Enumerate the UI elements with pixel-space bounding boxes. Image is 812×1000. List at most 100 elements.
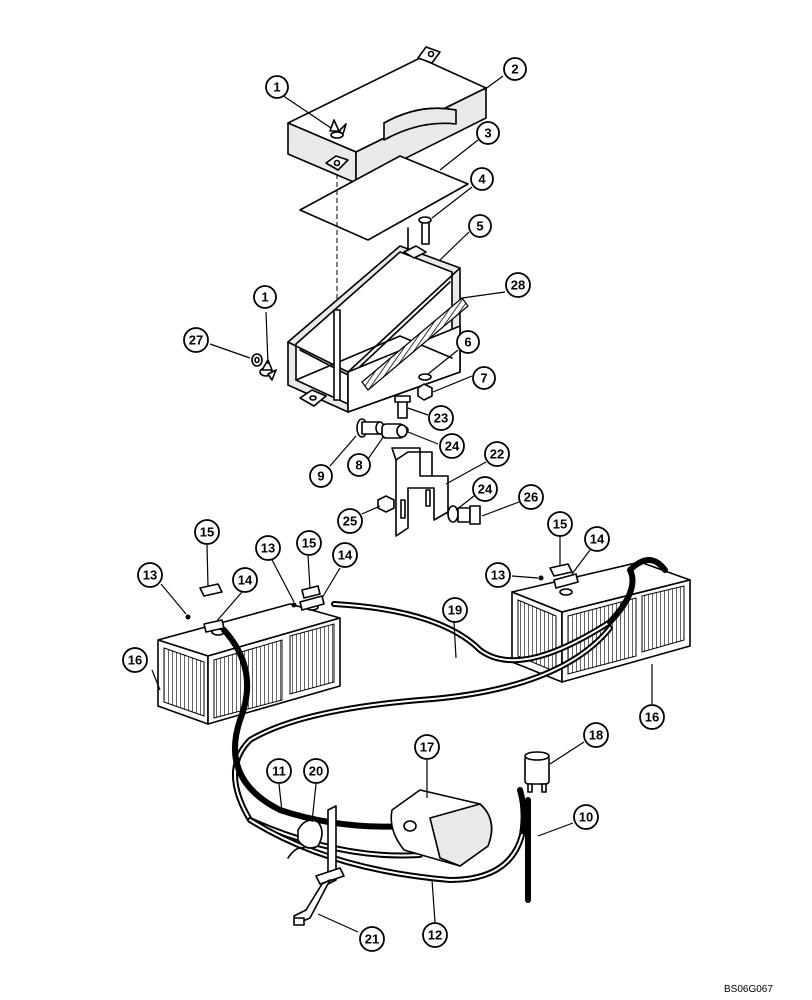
left-battery — [157, 603, 341, 725]
callout-13-mid: 13 — [255, 535, 281, 561]
callout-label: 3 — [484, 126, 491, 141]
callout-label: 20 — [309, 764, 323, 779]
callout-label: 16 — [128, 653, 142, 668]
callout-5: 5 — [468, 214, 492, 238]
callout-13-left: 13 — [137, 562, 163, 588]
callout-label: 15 — [553, 517, 567, 532]
washer-27 — [251, 353, 263, 367]
callout-11: 11 — [266, 758, 292, 784]
callout-label: 1 — [273, 80, 280, 95]
callout-label: 13 — [491, 568, 505, 583]
callout-21: 21 — [359, 926, 385, 952]
callout-12: 12 — [422, 922, 448, 948]
callout-4: 4 — [470, 167, 494, 191]
callout-label: 15 — [302, 536, 316, 551]
callout-label: 23 — [434, 411, 448, 426]
terminal-boot-15-b — [301, 585, 321, 599]
callout-2: 2 — [503, 57, 527, 81]
callout-label: 14 — [338, 548, 353, 563]
washer-6 — [418, 373, 432, 381]
wing-nut-top — [329, 119, 347, 139]
cable-clamp-20 — [287, 819, 323, 859]
bolt-23 — [394, 395, 411, 419]
callout-label: 27 — [189, 333, 203, 348]
callout-label: 14 — [238, 573, 253, 588]
callout-25: 25 — [337, 508, 363, 534]
callout-15-mid: 15 — [296, 530, 322, 556]
callout-label: 6 — [464, 335, 471, 350]
terminal-clamp-left-b — [299, 595, 325, 611]
starter-motor — [390, 789, 493, 867]
callout-7: 7 — [472, 366, 496, 390]
callout-label: 5 — [476, 219, 483, 234]
callout-label: 25 — [343, 514, 357, 529]
callout-label: 19 — [448, 603, 462, 618]
callout-label: 8 — [355, 458, 362, 473]
mount-9 — [356, 418, 385, 438]
wing-nut-left — [259, 359, 277, 381]
callout-16-right: 16 — [639, 704, 665, 730]
callout-26: 26 — [518, 484, 544, 510]
bolt-26 — [457, 505, 481, 525]
mounting-bracket-21 — [293, 805, 345, 926]
hold-down-rod — [333, 309, 341, 401]
callout-label: 17 — [420, 740, 434, 755]
callout-label: 2 — [511, 62, 518, 77]
callout-9: 9 — [309, 464, 333, 488]
callout-label: 18 — [589, 728, 603, 743]
callout-1-top: 1 — [265, 75, 289, 99]
right-battery — [511, 561, 691, 683]
terminal-boot-15-a — [199, 583, 223, 597]
callout-22: 22 — [484, 441, 510, 467]
callout-14-mid: 14 — [332, 542, 358, 568]
callout-label: 10 — [579, 810, 593, 825]
callout-17: 17 — [414, 734, 440, 760]
callout-6: 6 — [456, 330, 480, 354]
callout-3: 3 — [476, 121, 500, 145]
callout-24-lower: 24 — [472, 476, 498, 502]
terminal-boot-15-c — [549, 563, 573, 577]
callout-label: 14 — [590, 532, 605, 547]
terminal-cap-13-a — [185, 614, 191, 620]
callout-label: 28 — [511, 278, 525, 293]
callout-label: 1 — [261, 290, 268, 305]
callout-label: 22 — [490, 447, 504, 462]
hold-down-pad — [299, 155, 469, 241]
washer-24-lower — [447, 505, 459, 523]
nut-25 — [377, 495, 395, 513]
bolt-4 — [418, 216, 432, 245]
drawing-code: BS06G067 — [724, 984, 773, 995]
callout-label: 21 — [365, 932, 379, 947]
callout-10: 10 — [573, 804, 599, 830]
callout-20: 20 — [303, 758, 329, 784]
bracket-22 — [391, 447, 449, 537]
terminal-clamp-right — [553, 573, 579, 589]
callout-label: 7 — [480, 371, 487, 386]
callout-label: 11 — [272, 764, 286, 779]
terminal-cap-13-c — [538, 575, 544, 581]
leader-lines — [151, 75, 653, 933]
callout-16-left: 16 — [122, 647, 148, 673]
callout-13-right: 13 — [485, 562, 511, 588]
callout-18: 18 — [583, 722, 609, 748]
callout-28: 28 — [505, 272, 531, 298]
callout-label: 24 — [478, 482, 493, 497]
tray-hatched-strip — [361, 297, 469, 391]
callout-label: 13 — [143, 568, 157, 583]
nut-7 — [417, 383, 433, 401]
relay-18 — [524, 751, 550, 793]
callout-label: 24 — [445, 439, 460, 454]
battery-box-tray — [287, 245, 469, 413]
terminal-cap-13-b — [291, 602, 297, 608]
bushing-8 — [381, 423, 408, 439]
callout-15-left: 15 — [194, 519, 220, 545]
callouts: 1 2 3 4 5 28 1 27 6 7 23 24 8 9 22 24 26… — [122, 57, 665, 952]
callout-27: 27 — [183, 327, 209, 353]
callout-label: 9 — [317, 469, 324, 484]
callout-label: 15 — [200, 525, 214, 540]
callout-label: 26 — [524, 490, 538, 505]
callout-14-right: 14 — [584, 526, 610, 552]
callout-label: 4 — [478, 172, 486, 187]
callout-label: 16 — [645, 710, 659, 725]
